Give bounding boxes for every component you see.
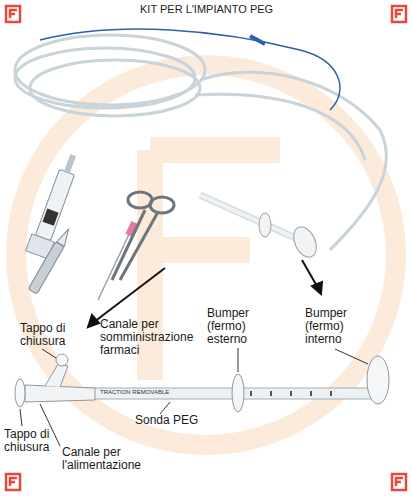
part-label: Tappo di chiusura <box>20 322 82 348</box>
printed-marking: TRACTION REMOVABLE <box>100 389 190 396</box>
part-label: Bumper (fermo) esterno <box>207 307 273 346</box>
part-label: Canale per l'alimentazione <box>62 446 172 472</box>
title: KIT PER L'IMPIANTO PEG <box>140 3 273 16</box>
part-label: Bumper (fermo) interno <box>305 307 371 346</box>
part-label: Tappo di chiusura <box>4 428 66 454</box>
part-label: Canale per somministrazione farmaci <box>100 318 218 357</box>
part-label: Sonda PEG <box>135 414 215 427</box>
